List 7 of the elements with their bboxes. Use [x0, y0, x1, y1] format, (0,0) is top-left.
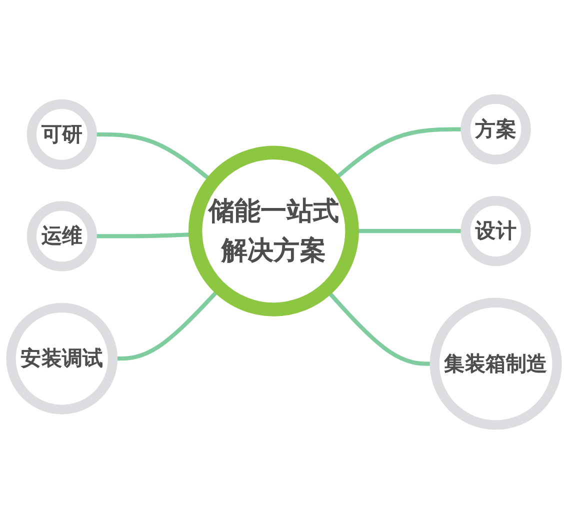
node-circle: 运维 — [26, 201, 97, 272]
node-circle: 方案 — [460, 94, 531, 164]
node-circle: 储能一站式解决方案 — [188, 146, 359, 316]
node-circle: 可研 — [26, 99, 97, 170]
node-circle: 设计 — [460, 196, 531, 266]
node-circle: 安装调试 — [6, 302, 118, 414]
node-circle: 集装箱制造 — [430, 298, 562, 430]
